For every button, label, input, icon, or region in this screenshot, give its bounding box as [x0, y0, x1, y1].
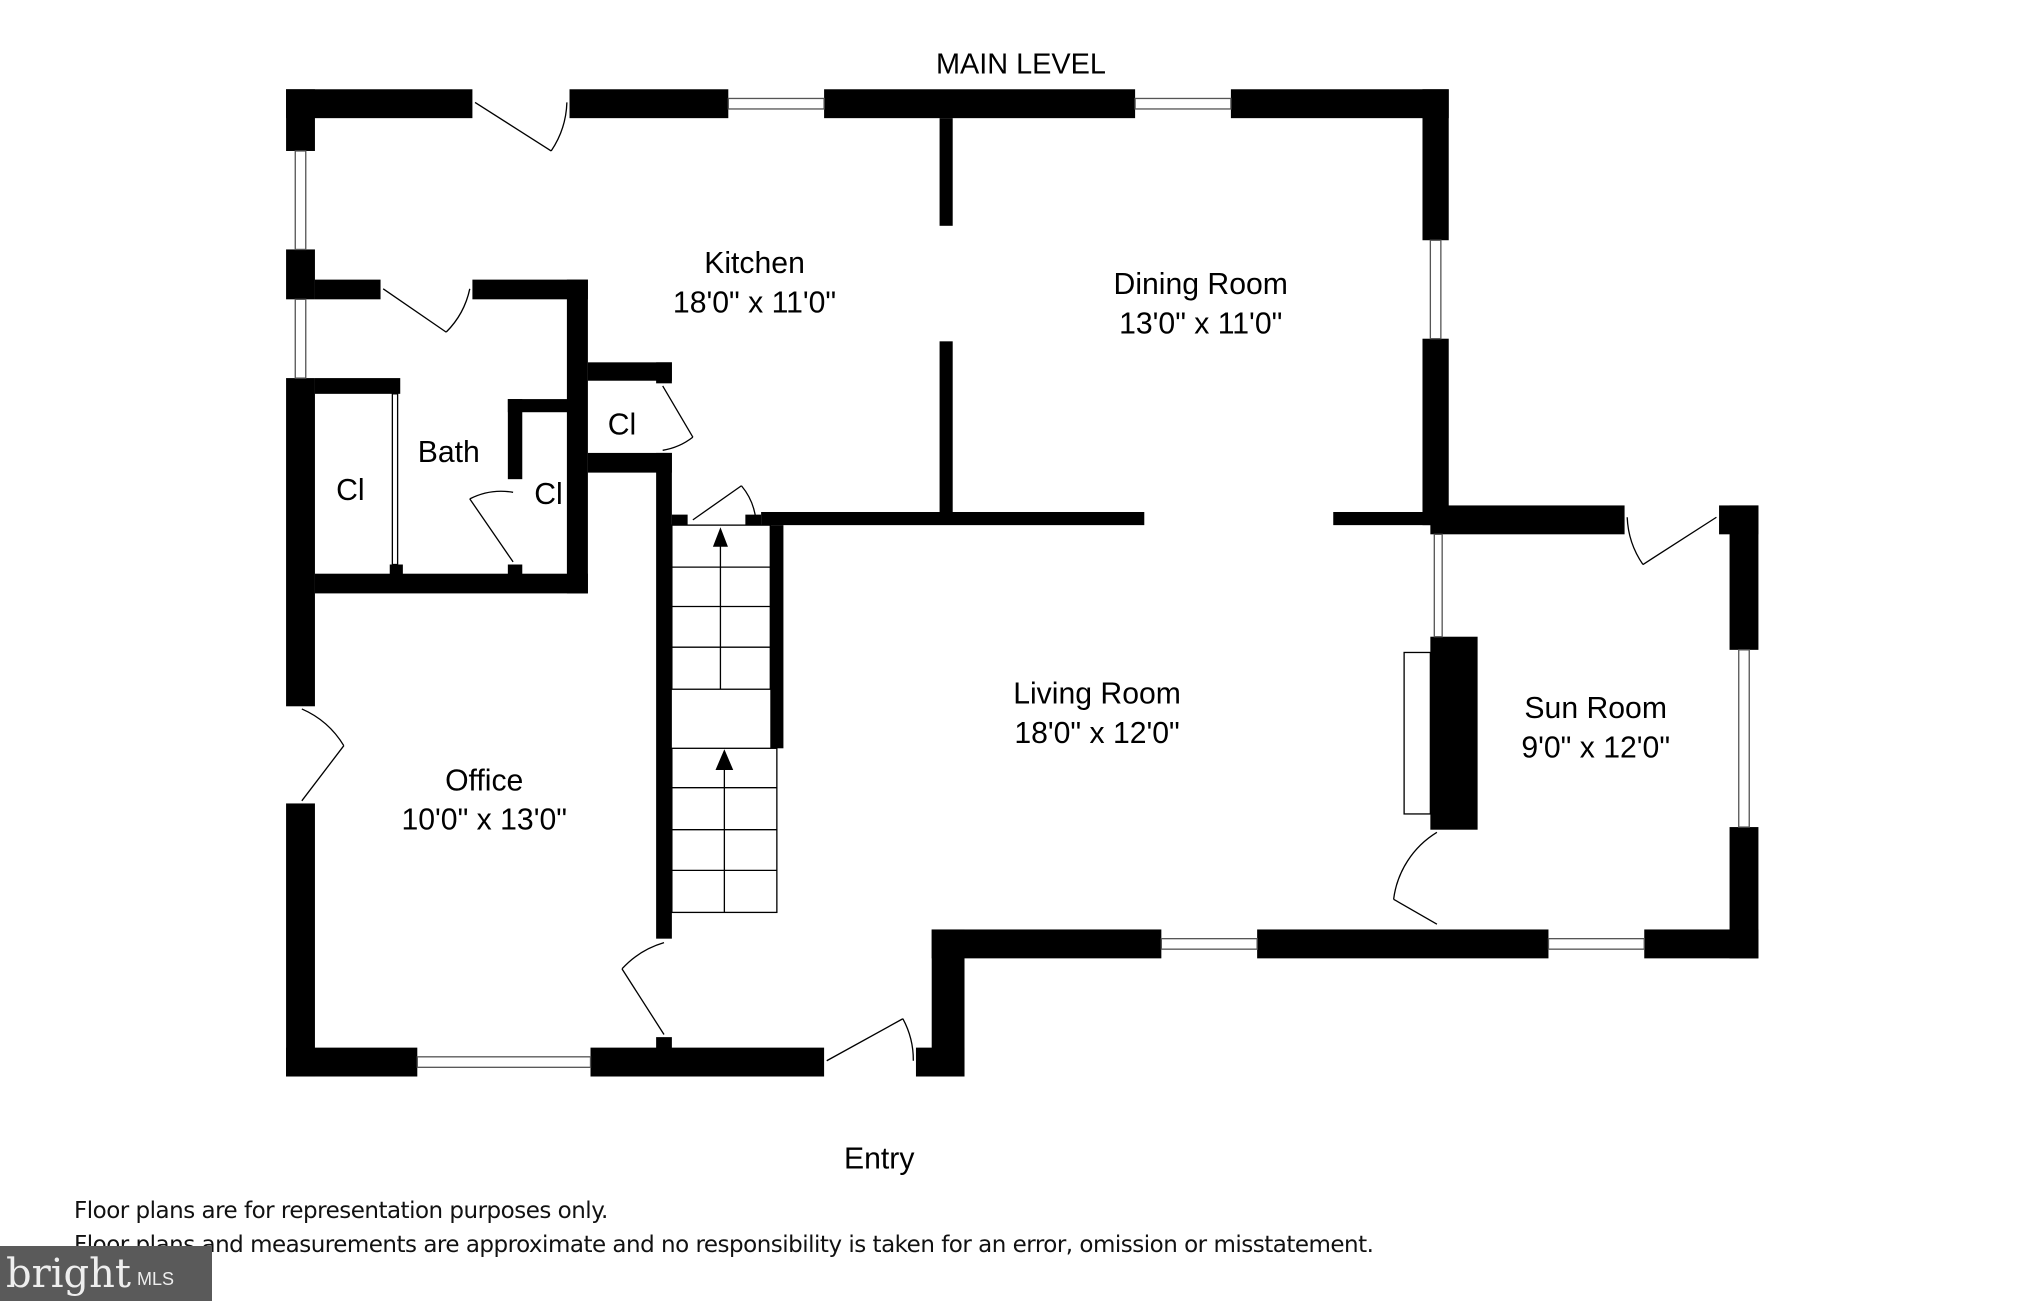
room-name-living: Living Room [1013, 678, 1181, 711]
stairs [671, 524, 1432, 914]
room-name-office: Office [445, 764, 523, 797]
windows [294, 97, 1750, 1068]
entry-label: Entry [844, 1142, 915, 1175]
room-size-dining: 13'0" x 11'0" [1119, 307, 1282, 340]
room-size-sunroom: 9'0" x 12'0" [1521, 731, 1670, 764]
closet-label: Cl [608, 409, 636, 442]
doors [301, 101, 1717, 1062]
disclaimer-line-2: Floor plans and measurements are approxi… [74, 1232, 1374, 1258]
level-title: MAIN LEVEL [936, 49, 1106, 81]
closet-label: Cl [534, 478, 562, 511]
room-size-living: 18'0" x 12'0" [1014, 717, 1179, 750]
room-name-kitchen: Kitchen [704, 247, 805, 280]
logo-suffix: MLS [136, 1269, 174, 1289]
room-name-bath: Bath [418, 436, 480, 469]
bright-mls-logo: bright MLS [0, 1246, 212, 1301]
room-size-office: 10'0" x 13'0" [401, 804, 566, 837]
logo-brand: bright [6, 1250, 131, 1297]
room-size-kitchen: 18'0" x 11'0" [673, 286, 836, 319]
walls [286, 89, 1759, 1077]
closet-label: Cl [336, 474, 364, 507]
room-name-sunroom: Sun Room [1524, 692, 1667, 725]
room-name-dining: Dining Room [1114, 268, 1288, 301]
disclaimer-line-1: Floor plans are for representation purpo… [74, 1198, 608, 1224]
